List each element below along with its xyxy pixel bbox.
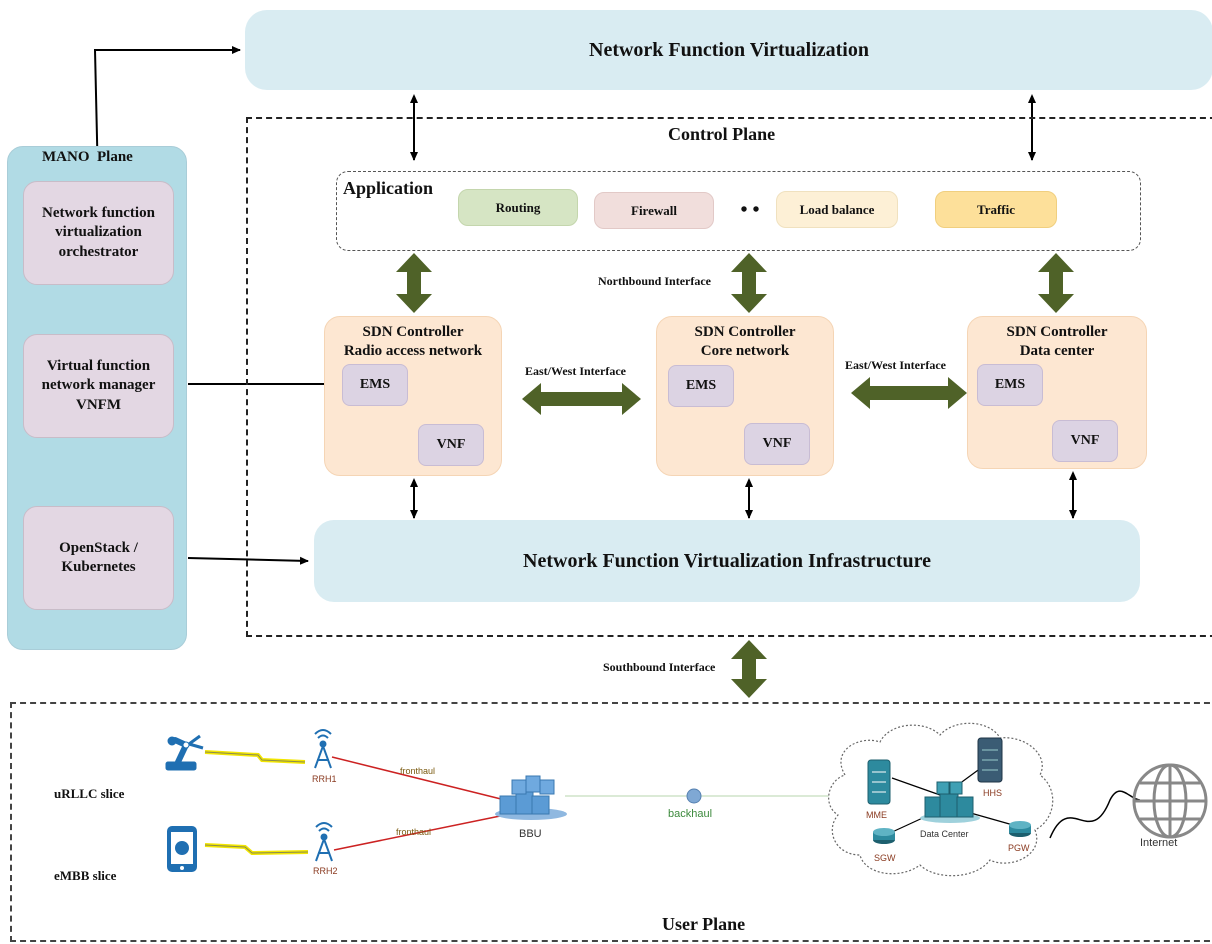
nfv-title: Network Function Virtualization [589, 38, 869, 61]
ems-ran[interactable]: EMS [342, 364, 408, 406]
northbound-big-arrow-3 [1038, 253, 1074, 313]
sdn-core-line2: Core network [700, 342, 790, 359]
robot-arm-icon [165, 734, 204, 771]
ems-core[interactable]: EMS [668, 365, 734, 407]
rrh1-label: RRH1 [312, 774, 337, 784]
sdn-ran-title: SDN Controller Radio access network [324, 323, 502, 361]
app-load-balance-label: Load balance [799, 201, 875, 217]
sdn-dc-line1: SDN Controller [1006, 324, 1108, 340]
urllc-slice-label: uRLLC slice [54, 786, 125, 801]
bbu-label: BBU [519, 828, 542, 840]
pgw-label: PGW [1008, 843, 1030, 853]
nfvi-banner: Network Function Virtualization Infrastr… [314, 520, 1140, 602]
nfvi-title: Network Function Virtualization Infrastr… [523, 549, 931, 572]
sgw-label: SGW [874, 853, 896, 863]
internet-globe-icon [1132, 763, 1208, 839]
nfv-banner: Network Function Virtualization [245, 10, 1212, 90]
northbound-big-arrow-1 [396, 253, 432, 313]
backhaul-node-icon [686, 788, 702, 804]
orchestrator-label: Network function virtualization orchestr… [42, 204, 155, 260]
sgw-router-icon [873, 828, 895, 844]
control-plane-title: Control Plane [668, 124, 776, 144]
app-load-balance[interactable]: Load balance [776, 191, 898, 228]
bbu-icon [495, 775, 567, 820]
openstack-label: OpenStack / Kubernetes [59, 539, 138, 576]
ems-dc-label: EMS [994, 377, 1026, 392]
sdn-dc-line2: Data center [1019, 342, 1095, 359]
control-plane-frame [246, 117, 1212, 637]
app-firewall-label: Firewall [631, 202, 677, 218]
orchestrator-box[interactable]: Network function virtualization orchestr… [23, 181, 174, 285]
northbound-label: Northbound Interface [598, 274, 711, 288]
mano-title: MANO Plane [42, 149, 133, 165]
rrh2-label: RRH2 [313, 866, 338, 876]
hhs-label: HHS [983, 788, 1003, 798]
app-traffic[interactable]: Traffic [935, 191, 1057, 228]
southbound-big-arrow [731, 640, 767, 698]
openstack-box[interactable]: OpenStack / Kubernetes [23, 506, 174, 610]
sdn-core-title: SDN Controller Core network [656, 323, 834, 361]
vnfm-box[interactable]: Virtual function network manager VNFM [23, 334, 174, 438]
mme-server-icon [867, 759, 891, 805]
sdn-core-line1: SDN Controller [694, 324, 796, 340]
pgw-router-icon [1009, 821, 1031, 837]
openstack-to-nfvi-arrow [187, 556, 309, 565]
mme-label: MME [866, 810, 887, 820]
rrh1-tower-icon [314, 729, 332, 769]
app-ellipsis: • • [726, 196, 774, 224]
east-west-big-arrow-1 [522, 383, 641, 415]
northbound-big-arrow-2 [731, 253, 767, 313]
vnfm-label: Virtual function network manager VNFM [41, 357, 156, 413]
lightning-urllc [204, 750, 306, 764]
fronthaul-label-1: fronthaul [400, 766, 436, 776]
internet-link [1049, 790, 1141, 839]
phone-icon [167, 826, 197, 872]
sdn-ran-line2: Radio access network [343, 342, 483, 359]
app-ellipsis-label: • • [740, 198, 760, 221]
fronthaul-line-1 [331, 756, 506, 801]
fronthaul-label-2: fronthaul [396, 827, 432, 837]
lightning-embb [204, 843, 309, 856]
ems-core-label: EMS [685, 378, 717, 393]
application-frame [336, 171, 1141, 251]
data-center-label: Data Center [920, 829, 969, 839]
orchestrator-to-nfv-arrow [93, 46, 241, 183]
rrh2-tower-icon [315, 822, 333, 862]
data-center-icon [920, 781, 980, 823]
east-west-big-arrow-2 [851, 377, 967, 409]
east-west-label-2: East/West Interface [845, 358, 946, 372]
ems-ran-label: EMS [359, 377, 391, 392]
app-firewall[interactable]: Firewall [594, 192, 714, 229]
user-plane-frame [10, 702, 1212, 942]
app-routing[interactable]: Routing [458, 189, 578, 226]
application-title: Application [343, 178, 434, 198]
sdn-ran-line1: SDN Controller [362, 324, 464, 340]
vnf-ran-label: VNF [436, 437, 466, 452]
app-routing-label: Routing [495, 199, 541, 215]
embb-slice-label: eMBB slice [54, 868, 117, 883]
vnf-dc-label: VNF [1070, 433, 1100, 448]
sdn-dc-title: SDN Controller Data center [967, 323, 1147, 361]
vnf-core[interactable]: VNF [744, 423, 810, 465]
hhs-server-icon [977, 737, 1003, 783]
vnf-ran[interactable]: VNF [418, 424, 484, 466]
east-west-label-1: East/West Interface [525, 364, 626, 378]
ems-dc[interactable]: EMS [977, 364, 1043, 406]
vnf-dc[interactable]: VNF [1052, 420, 1118, 462]
user-plane-title: User Plane [662, 914, 746, 934]
app-traffic-label: Traffic [976, 201, 1016, 217]
fronthaul-line-2 [333, 814, 506, 851]
backhaul-label: backhaul [668, 808, 713, 820]
internet-label: Internet [1140, 837, 1178, 849]
vnf-core-label: VNF [762, 436, 792, 451]
southbound-label: Southbound Interface [603, 660, 716, 674]
